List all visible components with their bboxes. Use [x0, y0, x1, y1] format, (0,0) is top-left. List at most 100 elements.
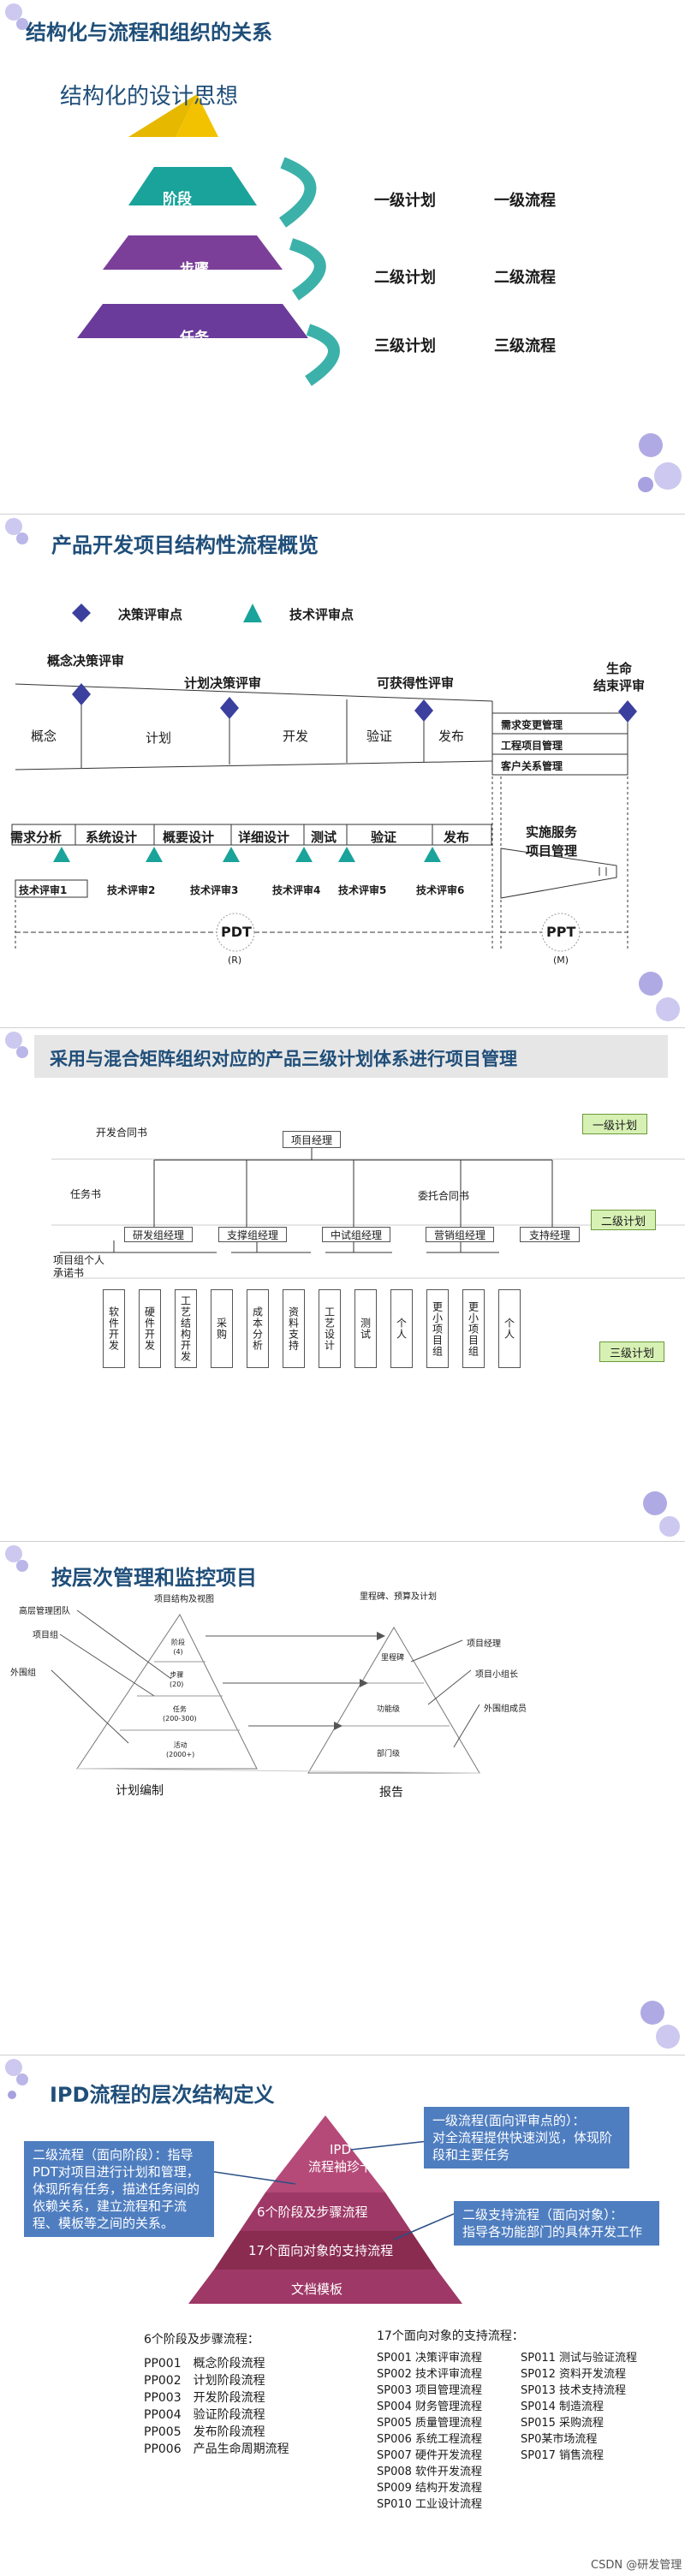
decision-eol: 生命 结束评审 [593, 661, 646, 693]
layer-activity: 活动 [171, 400, 200, 417]
phase-verify: 验证 [366, 729, 393, 744]
list-support-item: SP0某市场流程 [521, 2433, 598, 2446]
phase-develop: 开发 [283, 729, 309, 744]
step-outline-design: 概要设计 [163, 830, 215, 845]
slide-product-dev-overview: 产品开发项目结构性流程概览 决策评审点 技术评审点 概念决策评审 计划决策评审 … [0, 514, 685, 1027]
label-task-book: 任务书 [70, 1188, 102, 1200]
caption-report: 报告 [379, 1786, 403, 1800]
step-release: 发布 [444, 830, 470, 845]
legend-tech: 技术评审点 [289, 607, 354, 622]
legend-decision: 决策评审点 [118, 607, 183, 622]
right-label-pm: 项目经理 [467, 1639, 501, 1649]
list-support-item: SP015 采购流程 [521, 2417, 605, 2430]
slide4-diagram [5, 1545, 680, 2049]
rd-manager-box: 研发组经理 [124, 1227, 193, 1242]
flow-level-2: 二级流程 [494, 269, 556, 287]
leaf-person-1: 个人 [390, 1289, 413, 1368]
pyramid-support-flows: 17个面向对象的支持流程 [248, 2243, 394, 2258]
tech-review-5: 技术评审5 [338, 884, 387, 896]
right-caption: 里程碑、预算及计划 [360, 1592, 437, 1602]
step-detail-design: 详细设计 [238, 830, 290, 845]
leaf-test: 测试 [354, 1289, 377, 1368]
list-phase-item: PP001 概念阶段流程 [144, 2357, 265, 2371]
step-verify: 验证 [371, 830, 397, 845]
leaf-subteam-2: 更小项目组 [462, 1289, 485, 1368]
label-commission: 委托合同书 [418, 1190, 470, 1202]
callout-level1-body: 对全流程提供快速浏览，体现阶段和主要任务 [432, 2130, 613, 2163]
callout-level2-support-title: 二级支持流程（面向对象）： [462, 2207, 623, 2222]
right-label-lead: 项目小组长 [475, 1670, 518, 1680]
tech-review-2: 技术评审2 [107, 884, 156, 896]
list-support-item: SP008 软件开发流程 [377, 2466, 483, 2478]
callout-level1-title: 一级流程(面向评审点的）： [432, 2113, 586, 2128]
level-stage: 阶段 (4) [171, 1639, 185, 1656]
list-phase-item: PP002 计划阶段流程 [144, 2374, 265, 2388]
slide-hierarchical-monitor: 按层次管理和监控项目 项目结构及视图 里程碑、预算及计划 阶段 (4) 步骤 (… [0, 1541, 685, 2055]
phase-plan: 计划 [146, 730, 172, 746]
decision-availability: 可获得性评审 [377, 675, 455, 691]
list-support-item: SP010 工业设计流程 [377, 2498, 483, 2511]
pdt-label: PDT [221, 924, 252, 940]
tech-review-6: 技术评审6 [416, 884, 465, 896]
step-system-design: 系统设计 [86, 830, 138, 845]
slide1-subtitle: 结构化的设计思想 [60, 84, 239, 110]
list-support-item: SP004 财务管理流程 [377, 2400, 483, 2413]
list-support-flows-b: SP011 测试与验证流程 SP012 资料开发流程 SP013 技术支持流程 … [521, 2350, 637, 2464]
slide1-title: 结构化与流程和组织的关系 [26, 21, 272, 45]
label-senior-team: 高层管理团队 [19, 1607, 70, 1616]
marketing-manager-box: 营销组经理 [426, 1227, 494, 1242]
ppt-label: PPT [546, 924, 576, 940]
level-step: 步骤 (20) [170, 1671, 184, 1688]
phase-release: 发布 [438, 729, 465, 744]
list-phase-item: PP003 开发阶段流程 [144, 2391, 265, 2405]
decision-concept: 概念决策评审 [47, 653, 125, 669]
layer-stage: 阶段 [163, 191, 192, 208]
flow-level-1: 一级流程 [494, 192, 556, 210]
level-plan-2: 二级计划 [591, 1210, 656, 1230]
list-support-item: SP001 决策评审流程 [377, 2352, 483, 2365]
support-lead-box: 支持经理 [520, 1227, 580, 1242]
slide3-title-bar [34, 1035, 668, 1078]
slide1-decor [5, 3, 682, 492]
list-support-item: SP005 质量管理流程 [377, 2417, 483, 2430]
left-caption: 项目结构及视图 [154, 1595, 214, 1604]
list-phase-item: PP005 发布阶段流程 [144, 2425, 265, 2439]
layer-task: 任务 [180, 330, 209, 347]
list-support-item: SP017 销售流程 [521, 2449, 605, 2462]
slide-ipd-hierarchy: IPD流程的层次结构定义 IPD 流程袖珍卡 6个阶段及步骤流程 17个面向对象… [0, 2055, 685, 2576]
level-task: 任务 (200-300) [163, 1705, 197, 1722]
tech-review-4: 技术评审4 [272, 884, 321, 896]
list-phase-flows: PP001 概念阶段流程 PP002 计划阶段流程 PP003 开发阶段流程 P… [144, 2355, 289, 2458]
layer-step: 步骤 [180, 261, 209, 278]
pyramid-templates: 文档模板 [291, 2282, 343, 2297]
callout-level2-support-body: 指导各功能部门的具体开发工作 [462, 2224, 643, 2240]
pyramid-phases: 6个阶段及步骤流程 [257, 2204, 368, 2220]
slide4-title: 按层次管理和监控项目 [51, 1566, 257, 1590]
list-phase-item: PP004 验证阶段流程 [144, 2408, 265, 2422]
label-outer-team: 外围组 [10, 1669, 36, 1678]
slide3-diagram [5, 1032, 685, 1537]
level-plan-3: 三级计划 [599, 1342, 664, 1362]
leaf-purchase: 采购 [211, 1289, 233, 1368]
list-phase-item: PP006 产品生命周期流程 [144, 2442, 289, 2456]
list-support-item: SP014 制造流程 [521, 2400, 605, 2413]
plan-level-2: 二级计划 [374, 269, 436, 287]
list-support-item: SP012 资料开发流程 [521, 2368, 627, 2381]
leaf-subteam-1: 更小项目组 [426, 1289, 449, 1368]
step-test: 测试 [311, 830, 337, 845]
slide-three-level-plan: 采用与混合矩阵组织对应的产品三级计划体系进行项目管理 开发合同书 任务书 委托合… [0, 1027, 685, 1541]
label-team-commit: 项目组个人 承诺书 [53, 1254, 105, 1279]
decision-plan: 计划决策评审 [184, 675, 262, 691]
side-engineering-mgmt: 工程项目管理 [501, 740, 563, 752]
watermark: CSDN @研发管理 [591, 2559, 682, 2572]
step-requirement: 需求分析 [10, 830, 63, 845]
list-support-title: 17个面向对象的支持流程： [377, 2329, 524, 2343]
list-support-item: SP003 项目管理流程 [377, 2384, 483, 2397]
list-phase-title: 6个阶段及步骤流程： [144, 2333, 259, 2347]
pyramid-pocket-card: IPD 流程袖珍卡 [308, 2142, 373, 2174]
list-support-flows-a: SP001 决策评审流程 SP002 技术评审流程 SP003 项目管理流程 S… [377, 2350, 482, 2513]
leaf-process-structure: 工艺结构开发 [175, 1289, 197, 1368]
list-support-item: SP009 结构开发流程 [377, 2482, 483, 2495]
label-dev-contract: 开发合同书 [96, 1127, 148, 1139]
list-support-item: SP002 技术评审流程 [377, 2368, 483, 2381]
